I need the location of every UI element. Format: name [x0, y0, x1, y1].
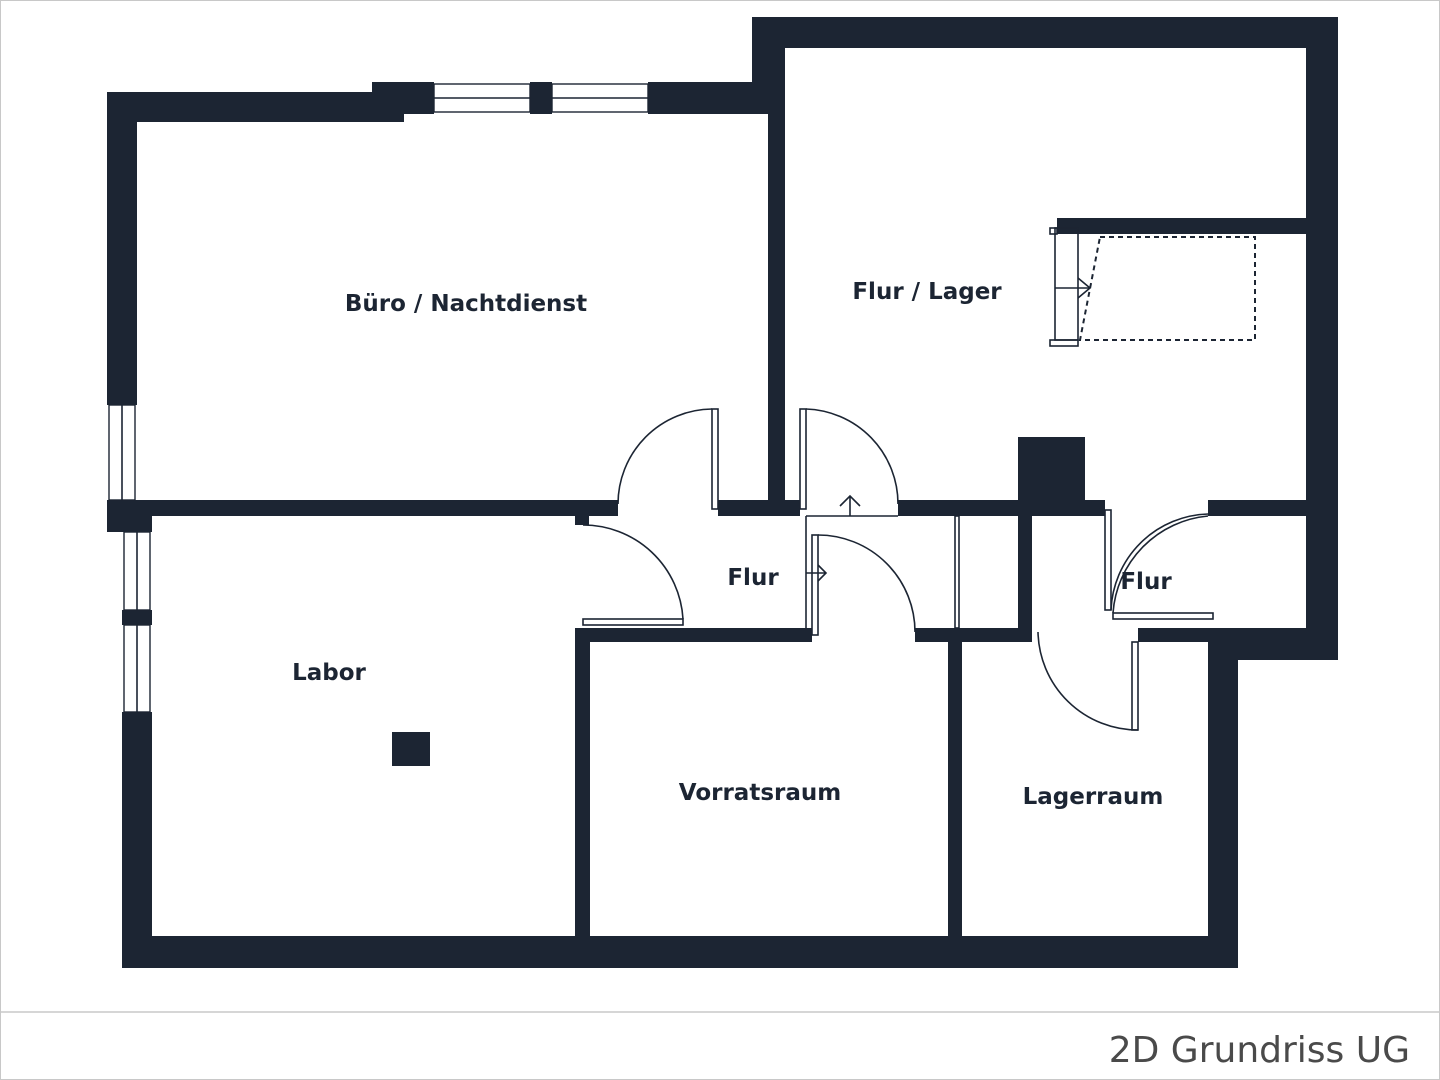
room-label-vorratsraum: Vorratsraum — [679, 780, 841, 806]
walls — [107, 17, 1338, 968]
room-label-flur-center: Flur — [727, 565, 779, 591]
windows — [108, 83, 649, 713]
staircase — [1049, 227, 1256, 347]
entry-arrow-icon — [839, 494, 861, 516]
column-pillar — [392, 732, 430, 766]
room-label-flur-right: Flur — [1120, 569, 1172, 595]
room-label-labor: Labor — [292, 660, 366, 686]
stair-opening-dashed — [1078, 236, 1256, 341]
room-label-buero: Büro / Nachtdienst — [345, 291, 587, 317]
doors — [582, 408, 1214, 731]
room-label-flur-lager: Flur / Lager — [852, 279, 1002, 305]
entry-arrow-icon — [806, 564, 828, 582]
room-label-lagerraum: Lagerraum — [1023, 784, 1164, 810]
plan-caption: 2D Grundriss UG — [1109, 1030, 1410, 1071]
